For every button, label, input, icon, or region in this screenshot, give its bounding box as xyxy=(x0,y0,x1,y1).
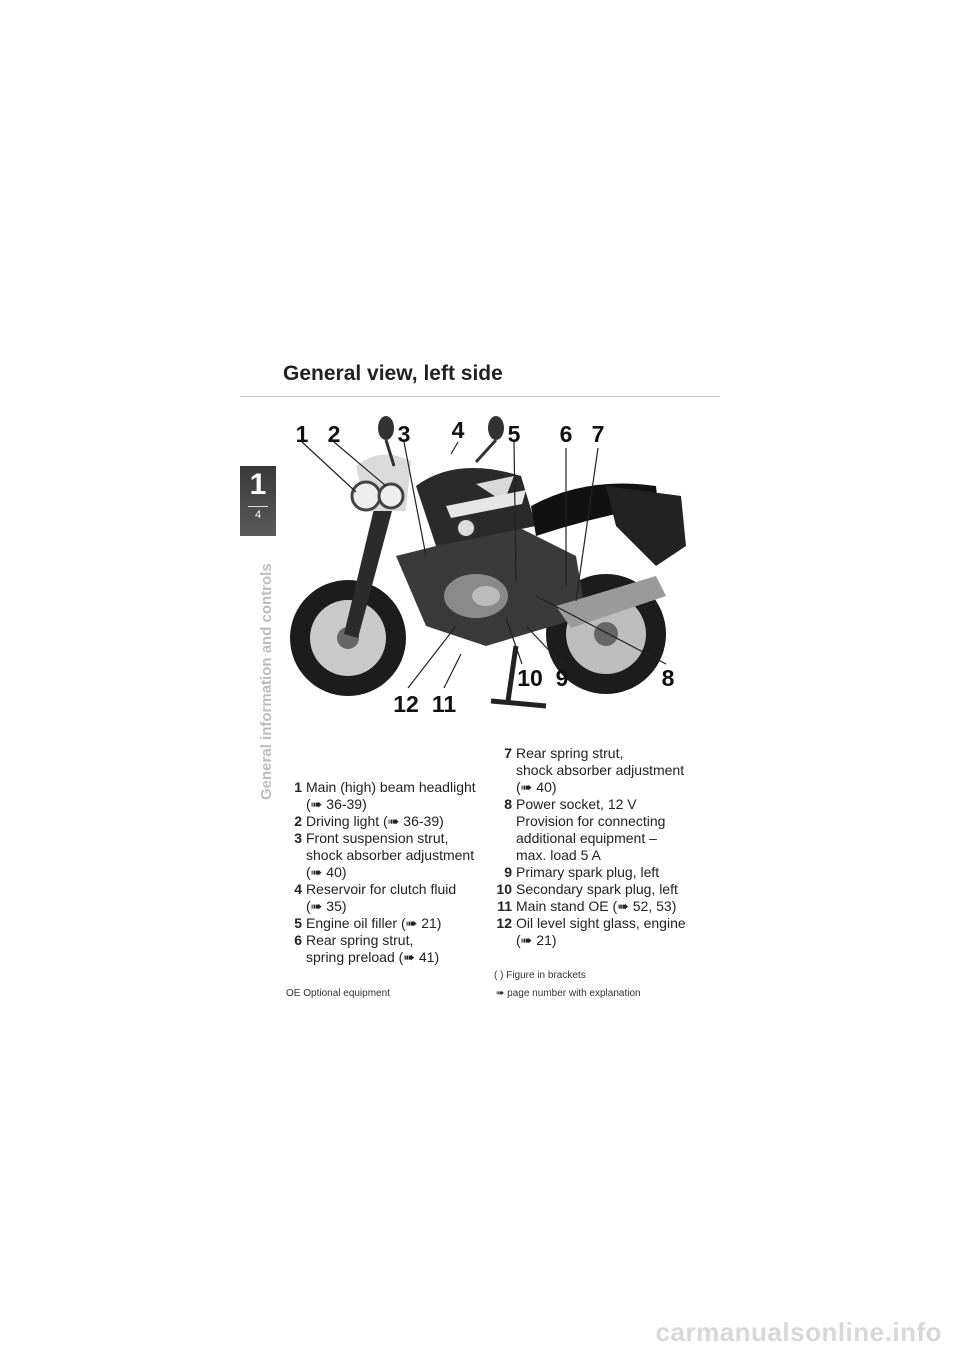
legend-text: max. load 5 A xyxy=(516,847,601,863)
watermark: carmanualsonline.info xyxy=(655,1317,942,1347)
legend-number: 6 xyxy=(294,932,302,948)
legend-text: spring preload (➠ 41) xyxy=(306,949,440,965)
legend-text: Main stand OE (➠ 52, 53) xyxy=(516,898,677,914)
legend-text: Power socket, 12 V xyxy=(516,796,637,812)
legend-number: 5 xyxy=(294,915,302,931)
callout-1: 1 xyxy=(296,421,309,447)
legend-number: 9 xyxy=(504,864,512,880)
legend-text: Driving light (➠ 36-39) xyxy=(306,813,444,829)
callout-11: 11 xyxy=(432,691,457,717)
legend-text: (➠ 40) xyxy=(516,779,557,795)
legend-text: Rear spring strut, xyxy=(516,745,624,761)
chapter-divider xyxy=(248,506,268,507)
callout-9: 9 xyxy=(556,665,569,691)
chapter-tab: 1 4 xyxy=(240,466,276,536)
title-rule xyxy=(240,396,720,397)
legend-text: Oil level sight glass, engine xyxy=(516,915,686,931)
footnote-page-reference: ➠ page number with explanation xyxy=(496,988,641,999)
page-number: 4 xyxy=(254,509,262,521)
chapter-number: 1 xyxy=(249,468,267,501)
legend-number: 10 xyxy=(496,881,512,897)
legend-number: 7 xyxy=(504,745,512,761)
callout-4: 4 xyxy=(452,417,465,443)
footnote-brackets: ( ) Figure in brackets xyxy=(494,970,586,981)
legend-text: shock absorber adjustment xyxy=(306,847,475,863)
callout-12: 12 xyxy=(393,691,419,717)
legend-text: (➠ 35) xyxy=(306,898,347,914)
motorcycle-illustration: 1 2 3 4 5 6 7 8 9 10 11 12 xyxy=(290,416,686,717)
callout-7: 7 xyxy=(592,421,605,447)
callout-8: 8 xyxy=(662,665,675,691)
callout-2: 2 xyxy=(328,421,341,447)
legend-text: (➠ 21) xyxy=(516,932,557,948)
legend-text: shock absorber adjustment xyxy=(516,762,685,778)
legend-number: 11 xyxy=(497,898,512,914)
legend-number: 12 xyxy=(496,915,512,931)
callout-5: 5 xyxy=(508,421,521,447)
legend-text: Primary spark plug, left xyxy=(516,864,660,880)
legend-number: 8 xyxy=(504,796,512,812)
callout-3: 3 xyxy=(398,421,411,447)
legend-text: Reservoir for clutch fluid xyxy=(306,881,457,897)
legend-number: 3 xyxy=(294,830,302,846)
legend-number: 4 xyxy=(294,881,302,897)
legend-text: (➠ 36-39) xyxy=(306,796,367,812)
legend-text: additional equipment – xyxy=(516,830,657,846)
side-chapter-label: General information and controls xyxy=(258,563,275,800)
legend-number: 2 xyxy=(294,813,302,829)
legend-number: 1 xyxy=(294,779,302,795)
legend-text: Provision for connecting xyxy=(516,813,666,829)
legend-text: Rear spring strut, xyxy=(306,932,414,948)
callout-6: 6 xyxy=(560,421,573,447)
page-title: General view, left side xyxy=(283,362,503,385)
legend-text: Secondary spark plug, left xyxy=(516,881,678,897)
footnote-optional-equipment: OE Optional equipment xyxy=(286,988,390,999)
legend-text: Front suspension strut, xyxy=(306,830,449,846)
legend-text: (➠ 40) xyxy=(306,864,347,880)
callout-10: 10 xyxy=(517,665,543,691)
legend-text: Main (high) beam headlight xyxy=(306,779,476,795)
legend-text: Engine oil filler (➠ 21) xyxy=(306,915,442,931)
